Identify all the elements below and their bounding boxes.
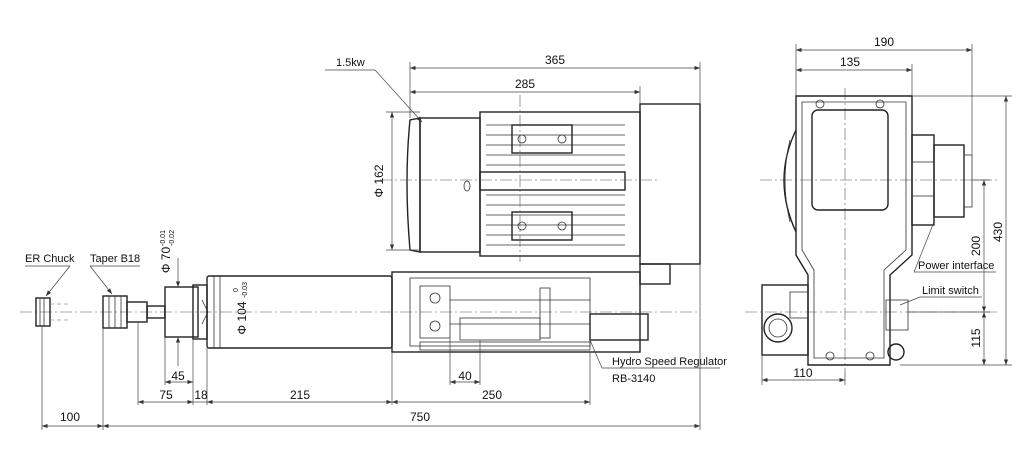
dim-200: 200 — [969, 236, 983, 256]
dim-45: 45 — [171, 369, 185, 383]
dim-75: 75 — [159, 388, 173, 402]
dim-40: 40 — [458, 369, 472, 383]
dim-18: 18 — [194, 388, 208, 402]
motor-shape — [380, 95, 660, 262]
phi104-label: Φ 104 — [235, 301, 249, 334]
dim-135: 135 — [840, 55, 860, 69]
dim-215: 215 — [290, 388, 310, 402]
limit-switch-label: Limit switch — [922, 285, 979, 297]
er-chuck-label: ER Chuck — [25, 253, 75, 265]
dim-110: 110 — [793, 366, 812, 380]
phi104-tol-upper: 0 — [233, 288, 240, 292]
regulator-model-label: RB-3140 — [612, 373, 655, 385]
housing-shape — [391, 271, 649, 353]
power-interface-shape — [911, 134, 973, 226]
side-view: Φ 162 365 285 1.5kw Φ 70 -0.01 -0.02 Φ 1… — [20, 53, 727, 430]
end-view: 190 135 110 200 430 115 Power interface … — [745, 35, 1012, 385]
hydro-regulator-label: Hydro Speed Regulator — [612, 356, 727, 368]
dim-750: 750 — [410, 410, 430, 424]
lower-assembly-shape — [761, 284, 909, 361]
dim-115: 115 — [969, 328, 983, 347]
phi70-tol-upper: -0.01 — [160, 230, 167, 246]
dim-365: 365 — [545, 53, 565, 67]
power-interface-label: Power interface — [918, 260, 994, 272]
dim-190: 190 — [874, 35, 894, 49]
dim-285: 285 — [515, 77, 535, 91]
phi70-tol-lower: -0.02 — [169, 230, 176, 246]
dim-430: 430 — [991, 222, 1005, 242]
phi104-tol-lower: -0.03 — [242, 282, 249, 298]
dim-250: 250 — [482, 388, 502, 402]
taper-shape — [102, 295, 166, 329]
phi70-label: Φ 70 — [159, 247, 173, 274]
dim-100: 100 — [60, 410, 80, 424]
phi162-label: Φ 162 — [372, 164, 386, 197]
taper-label: Taper B18 — [90, 253, 140, 265]
motor-power-label: 1.5kw — [336, 57, 365, 69]
er-chuck-shape — [35, 297, 70, 327]
